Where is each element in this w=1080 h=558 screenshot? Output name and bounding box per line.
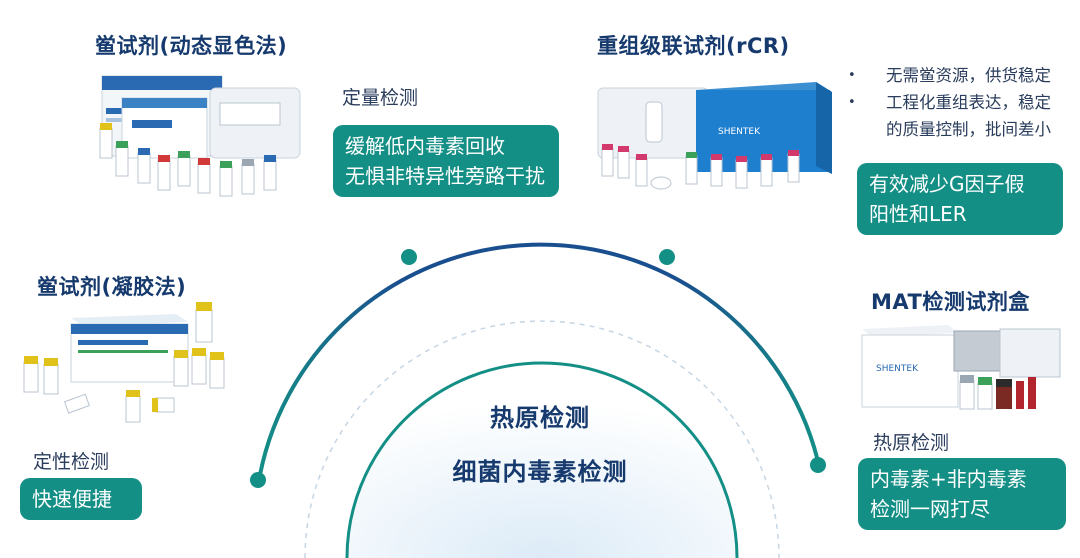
mat-feature-badge: 内毒素+非内毒素 检测一网打尽 (858, 458, 1066, 530)
dashed-arc (304, 320, 780, 558)
gel-title: 鲎试剂(凝胶法) (37, 275, 187, 299)
inner-arc (345, 361, 739, 558)
gel-product-image (23, 302, 225, 423)
center-title-endotoxin: 细菌内毒素检测 (452, 458, 628, 486)
center-title-pyrogen: 热原检测 (490, 404, 590, 432)
rcr-feature-list: 无需鲎资源，供货稳定 工程化重组表达，稳定 的质量控制，批间差小 (848, 62, 1051, 143)
outer-arc (256, 242, 822, 487)
arc-dot-upper-left (401, 249, 417, 265)
inner-dome (347, 363, 737, 558)
kinetic-product-image (99, 75, 301, 197)
kinetic-feature-badge: 缓解低内毒素回收 无惧非特异性旁路干扰 (333, 125, 559, 197)
kinetic-title: 鲎试剂(动态显色法) (95, 34, 288, 58)
rcr-product-image: SHENTEK (597, 82, 832, 190)
rcr-feature-badge: 有效减少G因子假 阳性和LER (857, 163, 1063, 235)
rcr-feature-line1: 有效减少G因子假 (869, 172, 1025, 196)
mat-product-image: SHENTEK (861, 325, 1061, 410)
rcr-feature-line2: 阳性和LER (869, 202, 967, 226)
mat-feature-line2: 检测一网打尽 (870, 497, 990, 521)
rcr-bullet-2: 工程化重组表达，稳定 (848, 89, 1051, 116)
rcr-bullet-1: 无需鲎资源，供货稳定 (848, 62, 1051, 89)
rcr-title: 重组级联试剂(rCR) (597, 34, 790, 58)
arc-dot-left (250, 472, 266, 488)
mat-title: MAT检测试剂盒 (871, 290, 1030, 314)
mat-label: 热原检测 (873, 432, 950, 454)
kinetic-label: 定量检测 (342, 87, 419, 109)
gel-label: 定性检测 (33, 451, 110, 473)
arc-dot-right (810, 457, 826, 473)
mat-feature-line1: 内毒素+非内毒素 (870, 467, 1027, 491)
kinetic-feature-line2: 无惧非特异性旁路干扰 (345, 164, 545, 188)
arc-dot-upper-right (659, 249, 675, 265)
rcr-bullet-2-cont: 的质量控制，批间差小 (886, 120, 1051, 139)
gel-feature-badge: 快速便捷 (20, 478, 142, 520)
mat-box-brand: SHENTEK (876, 364, 919, 374)
rcr-box-brand: SHENTEK (718, 127, 761, 137)
kinetic-feature-line1: 缓解低内毒素回收 (345, 134, 505, 158)
